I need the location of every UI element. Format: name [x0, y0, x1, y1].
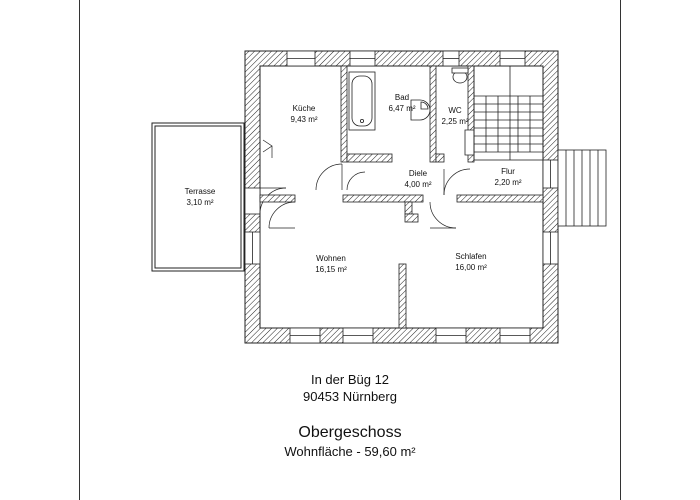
room-area: 9,43 m²	[290, 115, 318, 124]
window-wohnen-west	[244, 231, 261, 265]
address-city: 90453 Nürnberg	[303, 389, 397, 404]
interior-walls	[259, 65, 544, 329]
floor-plan	[151, 50, 607, 344]
room-area: 4,00 m²	[404, 180, 432, 189]
window-schlafen-1	[435, 327, 467, 344]
terrace-door	[244, 187, 287, 215]
window-wohnen-1	[289, 327, 321, 344]
room-name: Wohnen	[316, 254, 346, 263]
window-schlafen-east	[542, 231, 559, 265]
room-area: 3,10 m²	[186, 198, 214, 207]
living-area: Wohnfläche - 59,60 m²	[284, 444, 416, 459]
room-name: Bad	[394, 93, 410, 102]
window-flur-east	[542, 159, 559, 189]
kitchen-fixtures	[262, 139, 273, 158]
room-label-wc: WC 2,25 m²	[436, 105, 474, 127]
window-stair	[499, 50, 526, 67]
address-street: In der Büg 12	[310, 372, 390, 387]
staircase	[473, 65, 544, 161]
room-area: 2,20 m²	[494, 178, 522, 187]
room-label-schlafen: Schlafen 16,00 m²	[440, 251, 502, 273]
room-label-flur: Flur 2,20 m²	[484, 166, 532, 188]
window-wc	[442, 50, 460, 67]
room-area: 2,25 m²	[441, 117, 469, 126]
room-name: Diele	[408, 169, 428, 178]
room-name: Terrasse	[184, 187, 216, 196]
room-name: WC	[448, 106, 462, 115]
window-kueche	[286, 50, 316, 67]
page-frame-left	[79, 0, 80, 500]
room-name: Flur	[501, 167, 515, 176]
room-name: Schlafen	[455, 252, 487, 261]
page-frame-right	[620, 0, 621, 500]
window-bad	[349, 50, 376, 67]
room-area: 6,47 m²	[388, 104, 416, 113]
windows	[244, 50, 559, 344]
room-name: Küche	[292, 104, 316, 113]
room-label-wohnen: Wohnen 16,15 m²	[300, 253, 362, 275]
floor-title: Obergeschoss	[298, 424, 402, 441]
room-label-kueche: Küche 9,43 m²	[276, 103, 332, 125]
interior-doors	[268, 163, 471, 229]
terrace-slab	[151, 122, 245, 272]
sanitary-fixtures	[410, 67, 475, 156]
window-schlafen-2	[499, 327, 531, 344]
room-label-terrasse: Terrasse 3,10 m²	[172, 186, 228, 208]
bathtub	[348, 71, 376, 131]
room-label-diele: Diele 4,00 m²	[392, 168, 444, 190]
room-area: 16,00 m²	[455, 263, 487, 272]
window-wohnen-2	[342, 327, 374, 344]
room-label-bad: Bad 6,47 m²	[379, 92, 425, 114]
external-stair	[557, 149, 607, 227]
room-area: 16,15 m²	[315, 265, 347, 274]
